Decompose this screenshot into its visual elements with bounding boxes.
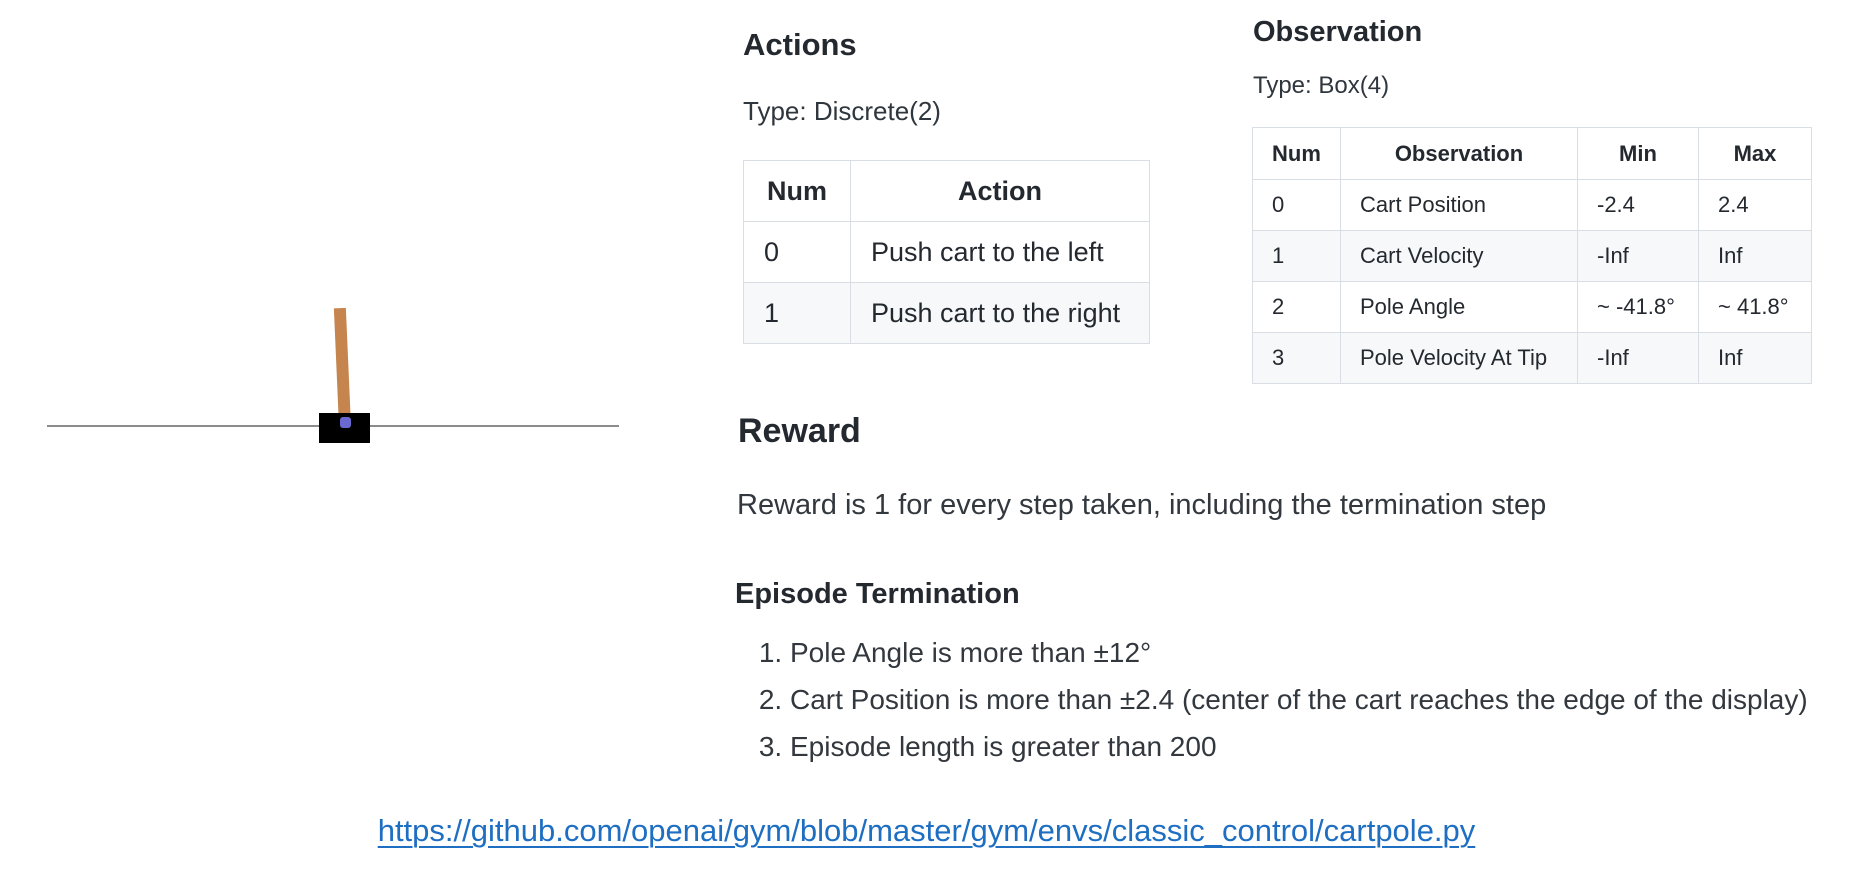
observation-heading: Observation: [1253, 16, 1423, 48]
actions-type-label: Type: Discrete(2): [743, 96, 941, 126]
actions-col-action-header: Action: [850, 160, 1150, 222]
action-num-cell: 1: [743, 282, 851, 344]
obs-min-cell: -2.4: [1577, 179, 1699, 231]
table-row: 1 Cart Velocity -Inf Inf: [1252, 230, 1812, 282]
reward-body-text: Reward is 1 for every step taken, includ…: [737, 489, 1547, 521]
table-row: 2 Pole Angle ~ -41.8° ~ 41.8°: [1252, 281, 1812, 333]
termination-item: Episode length is greater than 200: [790, 732, 1808, 762]
episode-termination-heading: Episode Termination: [735, 578, 1020, 610]
obs-min-cell: -Inf: [1577, 332, 1699, 384]
action-desc-cell: Push cart to the left: [850, 221, 1150, 283]
obs-name-cell: Cart Velocity: [1340, 230, 1578, 282]
table-row: 0 Push cart to the left: [743, 221, 1150, 283]
reward-heading: Reward: [738, 412, 861, 450]
github-source-link[interactable]: https://github.com/openai/gym/blob/maste…: [377, 813, 1476, 848]
table-row: 0 Cart Position -2.4 2.4: [1252, 179, 1812, 231]
actions-table-header-row: Num Action: [743, 160, 1150, 222]
obs-min-cell: ~ -41.8°: [1577, 281, 1699, 333]
action-desc-cell: Push cart to the right: [850, 282, 1150, 344]
cartpole-axle: [340, 417, 351, 428]
termination-item: Cart Position is more than ±2.4 (center …: [790, 685, 1808, 715]
obs-max-cell: Inf: [1698, 332, 1812, 384]
action-num-cell: 0: [743, 221, 851, 283]
termination-item: Pole Angle is more than ±12°: [790, 638, 1808, 668]
obs-max-cell: ~ 41.8°: [1698, 281, 1812, 333]
actions-heading: Actions: [743, 27, 857, 62]
obs-name-cell: Pole Angle: [1340, 281, 1578, 333]
obs-name-cell: Cart Position: [1340, 179, 1578, 231]
obs-max-cell: 2.4: [1698, 179, 1812, 231]
obs-name-cell: Pole Velocity At Tip: [1340, 332, 1578, 384]
obs-num-cell: 0: [1252, 179, 1341, 231]
obs-num-cell: 2: [1252, 281, 1341, 333]
actions-table: Num Action 0 Push cart to the left 1 Pus…: [743, 160, 1150, 344]
obs-col-observation-header: Observation: [1340, 127, 1578, 180]
obs-col-num-header: Num: [1252, 127, 1341, 180]
observation-table: Num Observation Min Max 0 Cart Position …: [1252, 127, 1812, 384]
cartpole-pole: [333, 307, 351, 427]
table-row: 3 Pole Velocity At Tip -Inf Inf: [1252, 332, 1812, 384]
obs-col-max-header: Max: [1698, 127, 1812, 180]
obs-col-min-header: Min: [1577, 127, 1699, 180]
table-row: 1 Push cart to the right: [743, 282, 1150, 344]
source-link-row: https://github.com/openai/gym/blob/maste…: [0, 813, 1853, 849]
observation-type-label: Type: Box(4): [1253, 72, 1390, 99]
obs-num-cell: 1: [1252, 230, 1341, 282]
obs-min-cell: -Inf: [1577, 230, 1699, 282]
observation-table-header-row: Num Observation Min Max: [1252, 127, 1812, 180]
obs-num-cell: 3: [1252, 332, 1341, 384]
actions-col-num-header: Num: [743, 160, 851, 222]
obs-max-cell: Inf: [1698, 230, 1812, 282]
episode-termination-list: Pole Angle is more than ±12° Cart Positi…: [737, 638, 1808, 779]
